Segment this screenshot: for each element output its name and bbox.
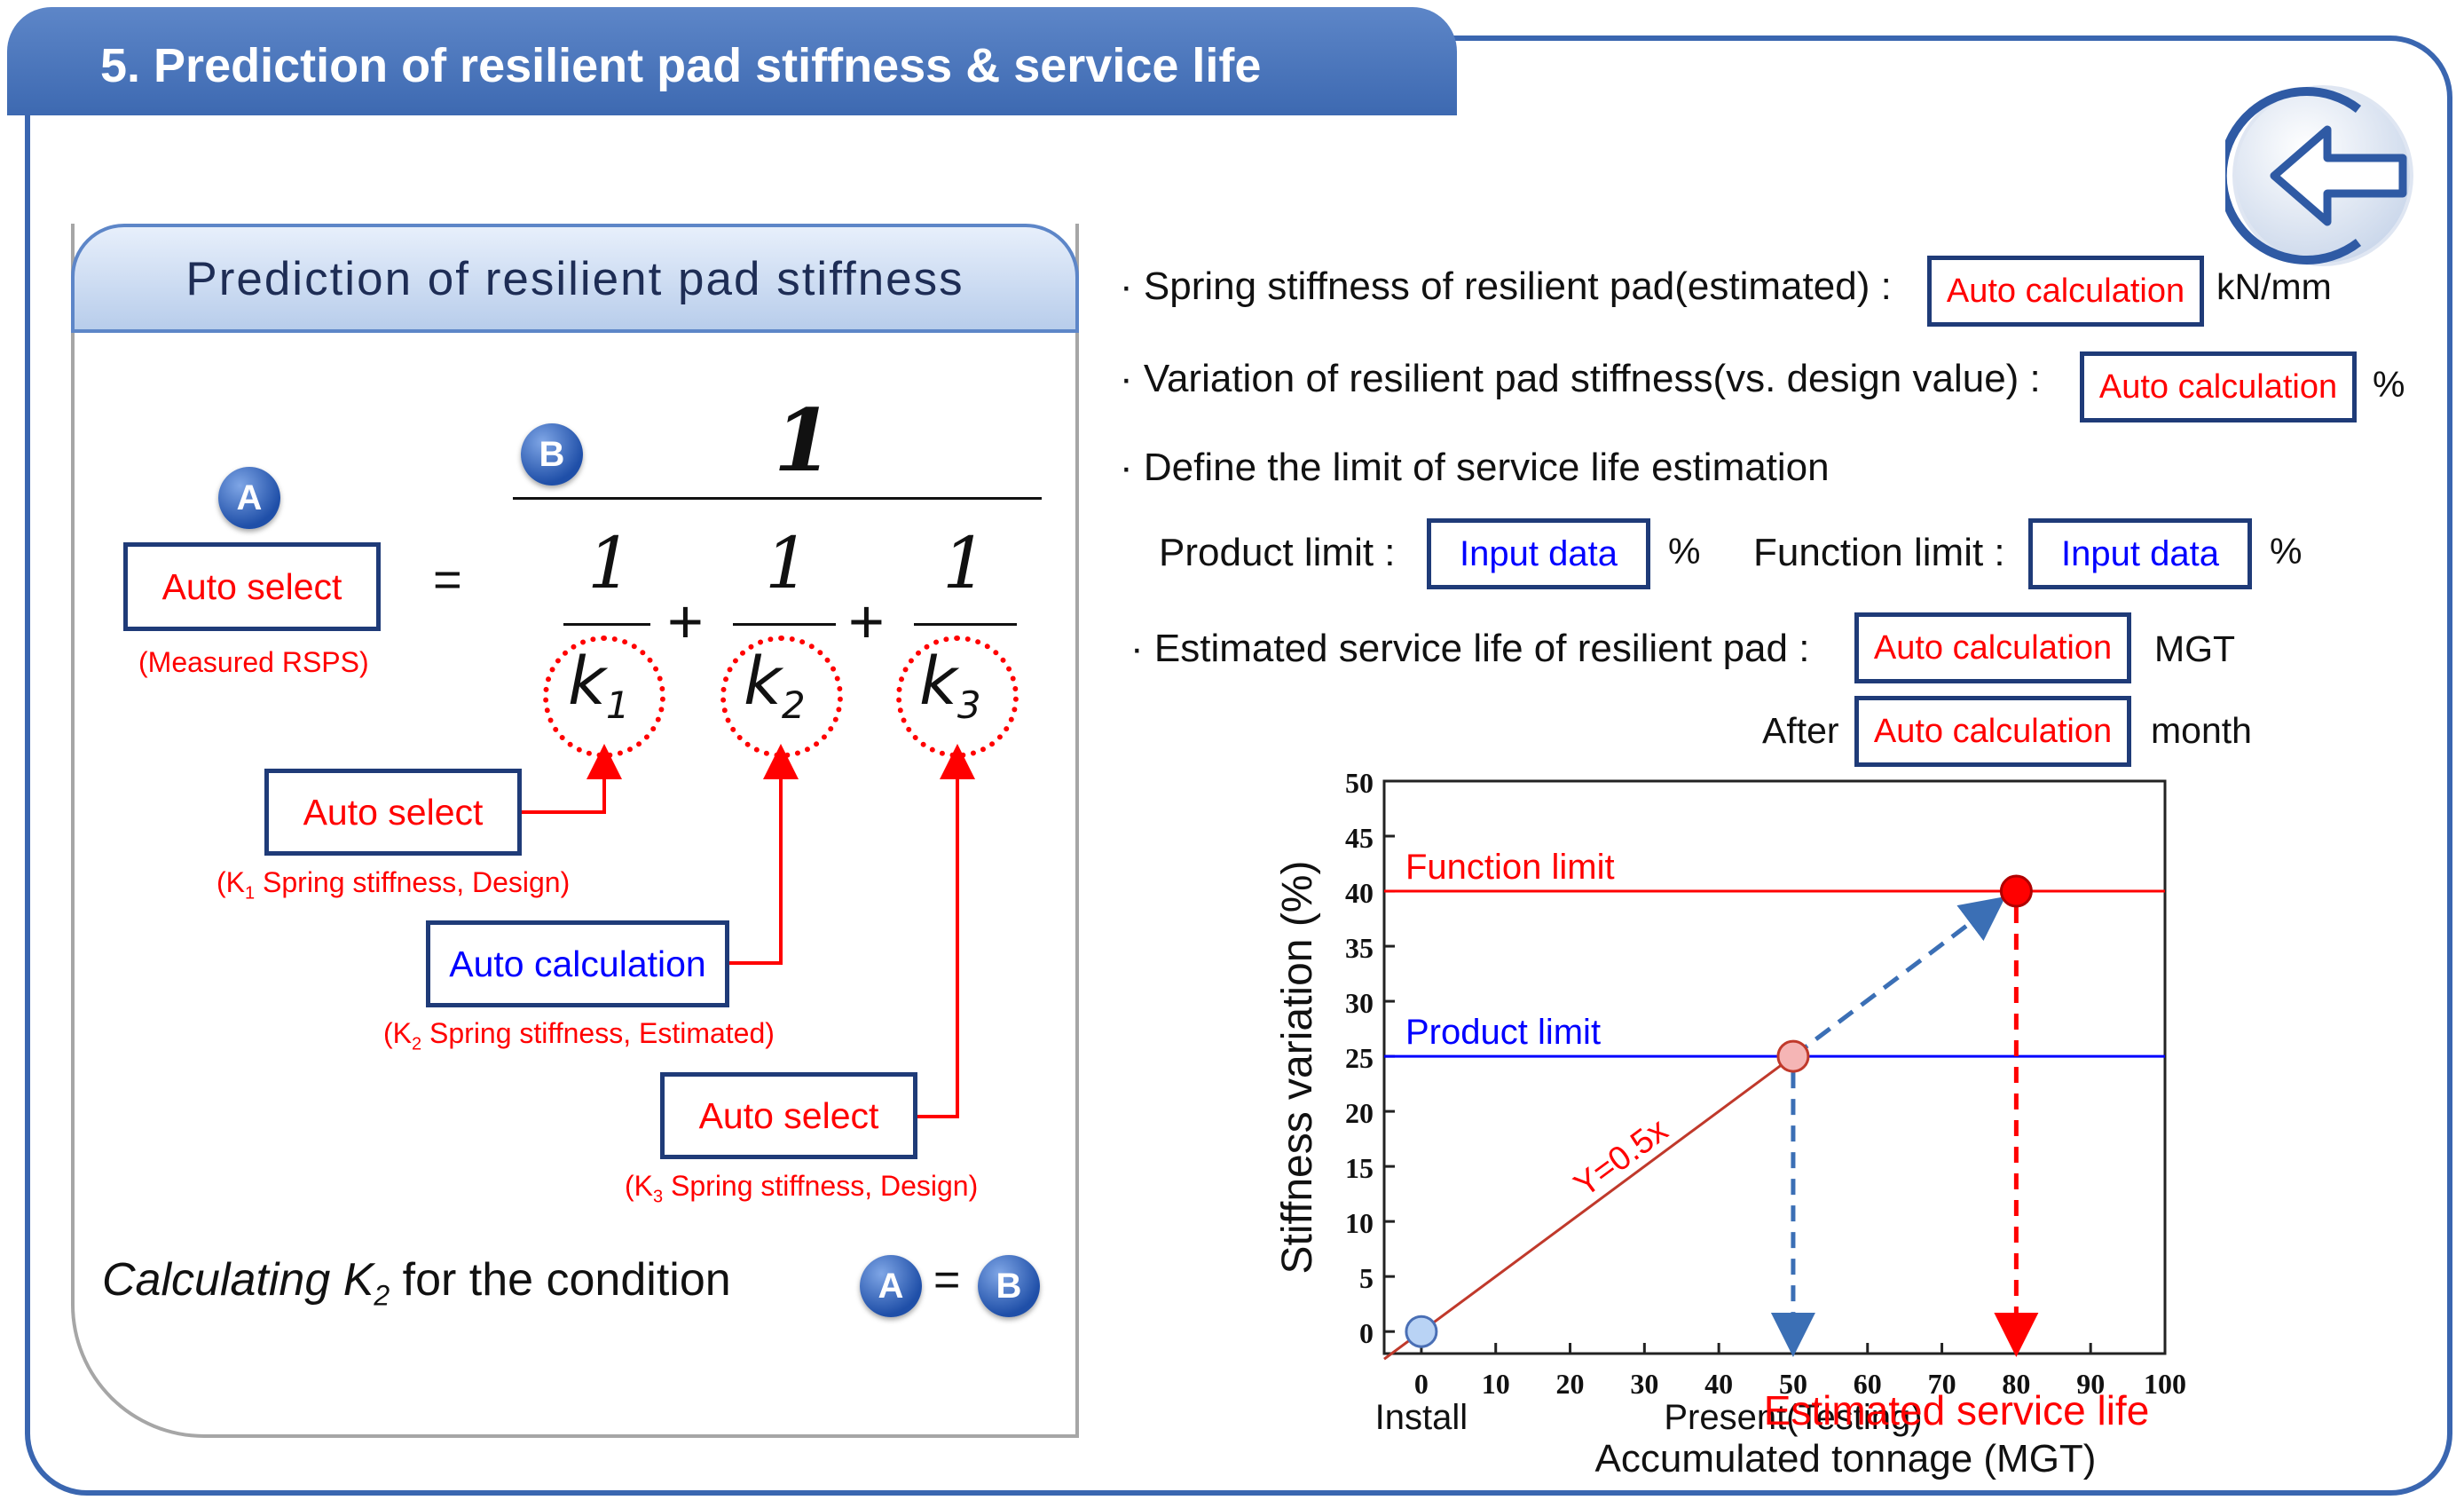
spring-stiffness-unit: kN/mm [2216, 266, 2332, 307]
fraction-3-numerator: 1 [942, 522, 988, 604]
condition-badge-b: B [978, 1255, 1040, 1317]
k2-caption: (K2 Spring stiffness, Estimated) [383, 1017, 775, 1054]
stiffness-panel [71, 224, 1079, 1438]
plus-2: + [848, 587, 885, 656]
limit-line-label: Product limit [1405, 1013, 1601, 1052]
x-tick-label: 70 [1928, 1368, 1956, 1400]
fraction-3-bar [914, 623, 1017, 626]
data-point [1405, 1315, 1438, 1348]
x-tick-label: 80 [2002, 1368, 2030, 1400]
product-limit-input[interactable]: Input data [1427, 518, 1650, 589]
spring-stiffness-label: · Spring stiffness of resilient pad(esti… [1120, 264, 1892, 308]
months-value[interactable]: Auto calculation [1854, 696, 2131, 767]
x-annotation: Install [1375, 1398, 1468, 1437]
condition-text: Calculating K2 for the condition [102, 1254, 731, 1312]
plus-1: + [667, 587, 704, 656]
k1-caption: (K1 Spring stiffness, Design) [216, 866, 571, 904]
x-tick-label: 60 [1854, 1368, 1882, 1400]
x-tick-label: 20 [1556, 1368, 1585, 1400]
measured-auto-select-box[interactable]: Auto select [123, 542, 381, 631]
k3-symbol: k3 [919, 643, 981, 727]
y-tick-label: 30 [1345, 987, 1374, 1019]
k1-auto-select-box[interactable]: Auto select [264, 769, 522, 856]
connector-arrows [519, 744, 975, 1118]
x-annotation: Estimated service life [1764, 1387, 2150, 1433]
y-tick-label: 0 [1359, 1317, 1374, 1349]
x-annotation: Present(Testing) [1664, 1398, 1922, 1437]
y-tick-label: 40 [1345, 877, 1374, 909]
projection-arrow [1791, 896, 2006, 1059]
y-tick-label: 5 [1359, 1262, 1374, 1294]
y-tick-label: 45 [1345, 822, 1374, 854]
numerator-one: 1 [774, 391, 833, 491]
months-unit: month [2151, 710, 2252, 751]
x-axis-title: Accumulated tonnage (MGT) [1595, 1437, 2097, 1480]
y-tick-label: 35 [1345, 932, 1374, 964]
variation-label: · Variation of resilient pad stiffness(v… [1120, 357, 2041, 400]
product-limit-label: Product limit : [1159, 531, 1396, 574]
data-point [1776, 1039, 1810, 1073]
fraction-1-numerator: 1 [587, 522, 633, 604]
main-fraction-bar [513, 497, 1042, 500]
y-tick-label: 25 [1345, 1042, 1374, 1074]
spring-stiffness-value[interactable]: Auto calculation [1927, 256, 2204, 327]
service-life-label: · Estimated service life of resilient pa… [1130, 627, 1810, 670]
fraction-2-numerator: 1 [765, 522, 810, 604]
variation-value[interactable]: Auto calculation [2080, 351, 2357, 422]
function-limit-unit: % [2270, 531, 2303, 572]
limit-line-label: Function limit [1405, 848, 1615, 887]
product-limit-unit: % [1668, 531, 1701, 572]
condition-badge-a: A [860, 1255, 922, 1317]
x-tick-label: 100 [2144, 1368, 2186, 1400]
x-tick-label: 90 [2076, 1368, 2105, 1400]
x-tick-label: 10 [1482, 1368, 1510, 1400]
y-axis-title: Stiffness variation (%) [1274, 861, 1321, 1275]
fit-line [1383, 1054, 1794, 1361]
badge-b: B [521, 423, 583, 486]
after-label: After [1762, 710, 1839, 751]
data-point [1999, 874, 2033, 908]
equals-sign: = [433, 551, 462, 607]
k1-symbol: k1 [568, 643, 630, 727]
variation-unit: % [2373, 364, 2405, 405]
panel-title: Prediction of resilient pad stiffness [71, 224, 1079, 333]
y-tick-label: 20 [1345, 1097, 1374, 1129]
y-tick-label: 10 [1345, 1207, 1374, 1239]
y-tick-label: 50 [1345, 767, 1374, 799]
limit-definition-label: · Define the limit of service life estim… [1120, 446, 1830, 489]
k3-caption: (K3 Spring stiffness, Design) [625, 1170, 979, 1207]
x-tick-label: 50 [1779, 1368, 1807, 1400]
k2-symbol: k2 [744, 643, 806, 727]
k2-auto-calculation-box[interactable]: Auto calculation [426, 920, 729, 1007]
x-tick-label: 0 [1414, 1368, 1429, 1400]
service-life-value[interactable]: Auto calculation [1854, 612, 2131, 683]
condition-equals: = [933, 1254, 961, 1306]
x-tick-label: 30 [1630, 1368, 1658, 1400]
fraction-2-bar [733, 623, 836, 626]
service-life-unit: MGT [2154, 628, 2236, 669]
fraction-1-bar [563, 623, 650, 626]
function-limit-input[interactable]: Input data [2028, 518, 2252, 589]
badge-a: A [218, 467, 280, 529]
x-tick-label: 40 [1704, 1368, 1733, 1400]
plot-area [1382, 779, 2167, 1355]
page-title: 5. Prediction of resilient pad stiffness… [7, 7, 1457, 115]
measured-caption: (Measured RSPS) [138, 646, 369, 678]
y-tick-label: 15 [1345, 1152, 1374, 1184]
function-limit-label: Function limit : [1753, 531, 2005, 574]
k3-auto-select-box[interactable]: Auto select [660, 1072, 917, 1159]
